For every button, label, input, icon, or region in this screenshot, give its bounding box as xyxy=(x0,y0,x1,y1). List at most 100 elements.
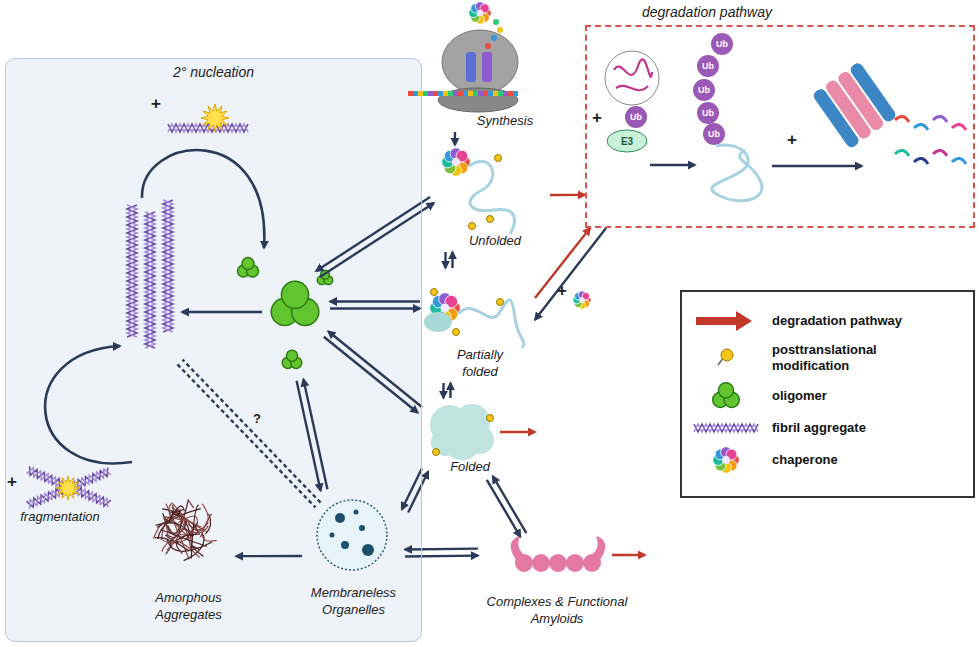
oligomer-icon xyxy=(713,383,740,408)
loop-arrow xyxy=(45,346,132,463)
unfolded-node: Unfolded xyxy=(440,145,550,252)
region-heading: 2° nucleation xyxy=(173,59,254,81)
connector-line xyxy=(550,194,585,196)
legend-text: fibril aggregate xyxy=(772,420,957,436)
arrow-line xyxy=(182,311,262,313)
oligomer-icon xyxy=(271,281,319,325)
condensate-dot xyxy=(335,513,345,523)
condensate-dot xyxy=(362,544,374,556)
fibril-strand xyxy=(168,124,248,132)
nascent-chain-bead xyxy=(485,43,491,49)
sample-arrow xyxy=(696,311,752,331)
node-label: Folded xyxy=(450,459,490,476)
node-label: Synthesis xyxy=(477,113,533,130)
ubiquitin-label: Ub xyxy=(702,61,714,71)
peptide-fragment xyxy=(933,150,947,156)
connector-line xyxy=(405,547,478,550)
connector-line xyxy=(454,132,456,145)
mrna-strand xyxy=(408,91,413,96)
panel-region: 2° nucleationMembraneless OrganellesAmor… xyxy=(5,58,422,642)
amyloid-end xyxy=(590,536,605,560)
ptm-dot xyxy=(487,216,494,223)
fibril-strand xyxy=(694,424,758,432)
burst-symbol xyxy=(201,104,229,132)
connector-arrow xyxy=(535,228,606,320)
substrate-protein xyxy=(614,59,652,90)
chaperone-core xyxy=(579,297,584,302)
legend-sample xyxy=(682,413,772,443)
folded-protein xyxy=(431,428,459,456)
ubiquitin-label: Ub xyxy=(630,112,642,122)
substrate-callout xyxy=(605,51,659,105)
arrow-line xyxy=(330,300,420,302)
connector-line xyxy=(449,383,451,398)
node-label: Partially folded xyxy=(444,347,516,381)
fibril-icon xyxy=(163,200,173,332)
ptm-dot xyxy=(497,299,504,306)
unfolded-chain xyxy=(458,300,524,348)
oligomer-subunit xyxy=(242,258,254,270)
aggregate-strand xyxy=(176,534,200,554)
arrow-line xyxy=(177,364,315,507)
legend-row: oligomer xyxy=(682,380,973,412)
complexes-node: Complexes & Functional Amyloids xyxy=(478,535,636,630)
fibril-icon xyxy=(127,205,137,337)
folded-node: Folded xyxy=(425,398,515,478)
ubiquitin-label: Ub xyxy=(716,39,728,49)
oligomer-icon xyxy=(282,350,302,368)
chaperone-icon xyxy=(713,447,740,474)
nascent-chain-bead xyxy=(493,19,499,25)
amyloid-bead xyxy=(566,554,584,572)
mrna-strand xyxy=(443,91,448,96)
ptm-dot xyxy=(453,329,460,336)
plus-sign: + xyxy=(592,108,602,128)
legend-text: chaperone xyxy=(772,452,957,468)
arrow-line xyxy=(297,381,321,491)
arrow-line xyxy=(328,331,422,407)
mrna-strand xyxy=(498,91,503,96)
mrna-strand xyxy=(463,91,468,96)
aggregate-strand xyxy=(195,529,202,537)
connector-arrow xyxy=(454,132,455,145)
oligomer-subunit xyxy=(281,281,308,308)
synthesis-node: Synthesis xyxy=(440,4,570,132)
arrow-line xyxy=(316,197,430,271)
mrna-strand xyxy=(413,91,418,96)
fibril-icon xyxy=(145,212,155,348)
loop-arrow xyxy=(142,150,264,248)
fibril-strand xyxy=(145,212,155,348)
peptide-fragment xyxy=(952,124,966,130)
mrna-strand xyxy=(433,91,438,96)
connector-line xyxy=(451,252,453,268)
ribosome-small-subunit xyxy=(438,88,518,112)
arrow-line xyxy=(303,379,327,489)
ubiquitin-label: Ub xyxy=(702,108,714,118)
aggregate-strand xyxy=(168,506,184,523)
connector-arrow xyxy=(443,383,450,398)
fibril-strand xyxy=(163,200,173,332)
proteasome-ring xyxy=(848,61,898,125)
connector-line xyxy=(444,252,446,268)
plus-sign: + xyxy=(787,130,797,150)
proteasome-icon xyxy=(811,61,898,151)
fibril-strand xyxy=(168,124,248,132)
e3-ligase xyxy=(607,130,647,152)
legend-text: oligomer xyxy=(772,388,957,404)
ubiquitin-symbol xyxy=(697,55,719,77)
connector-line xyxy=(535,228,606,320)
aggregate-strand xyxy=(188,500,193,508)
fibril-strand xyxy=(127,205,137,337)
legend-sample xyxy=(682,306,772,336)
tagged-protein xyxy=(712,145,762,201)
ubiquitin-label: Ub xyxy=(708,129,720,139)
legend-sample xyxy=(682,445,772,475)
ubiquitin-symbol xyxy=(693,79,715,101)
connector-line xyxy=(493,476,527,533)
ribosome-large-subunit xyxy=(442,30,518,94)
nascent-chain-bead xyxy=(497,27,503,33)
burst-symbol xyxy=(56,476,80,500)
node-label: Complexes & Functional Amyloids xyxy=(480,594,635,628)
trna-symbol xyxy=(482,52,492,82)
peptide-fragment xyxy=(933,116,947,122)
